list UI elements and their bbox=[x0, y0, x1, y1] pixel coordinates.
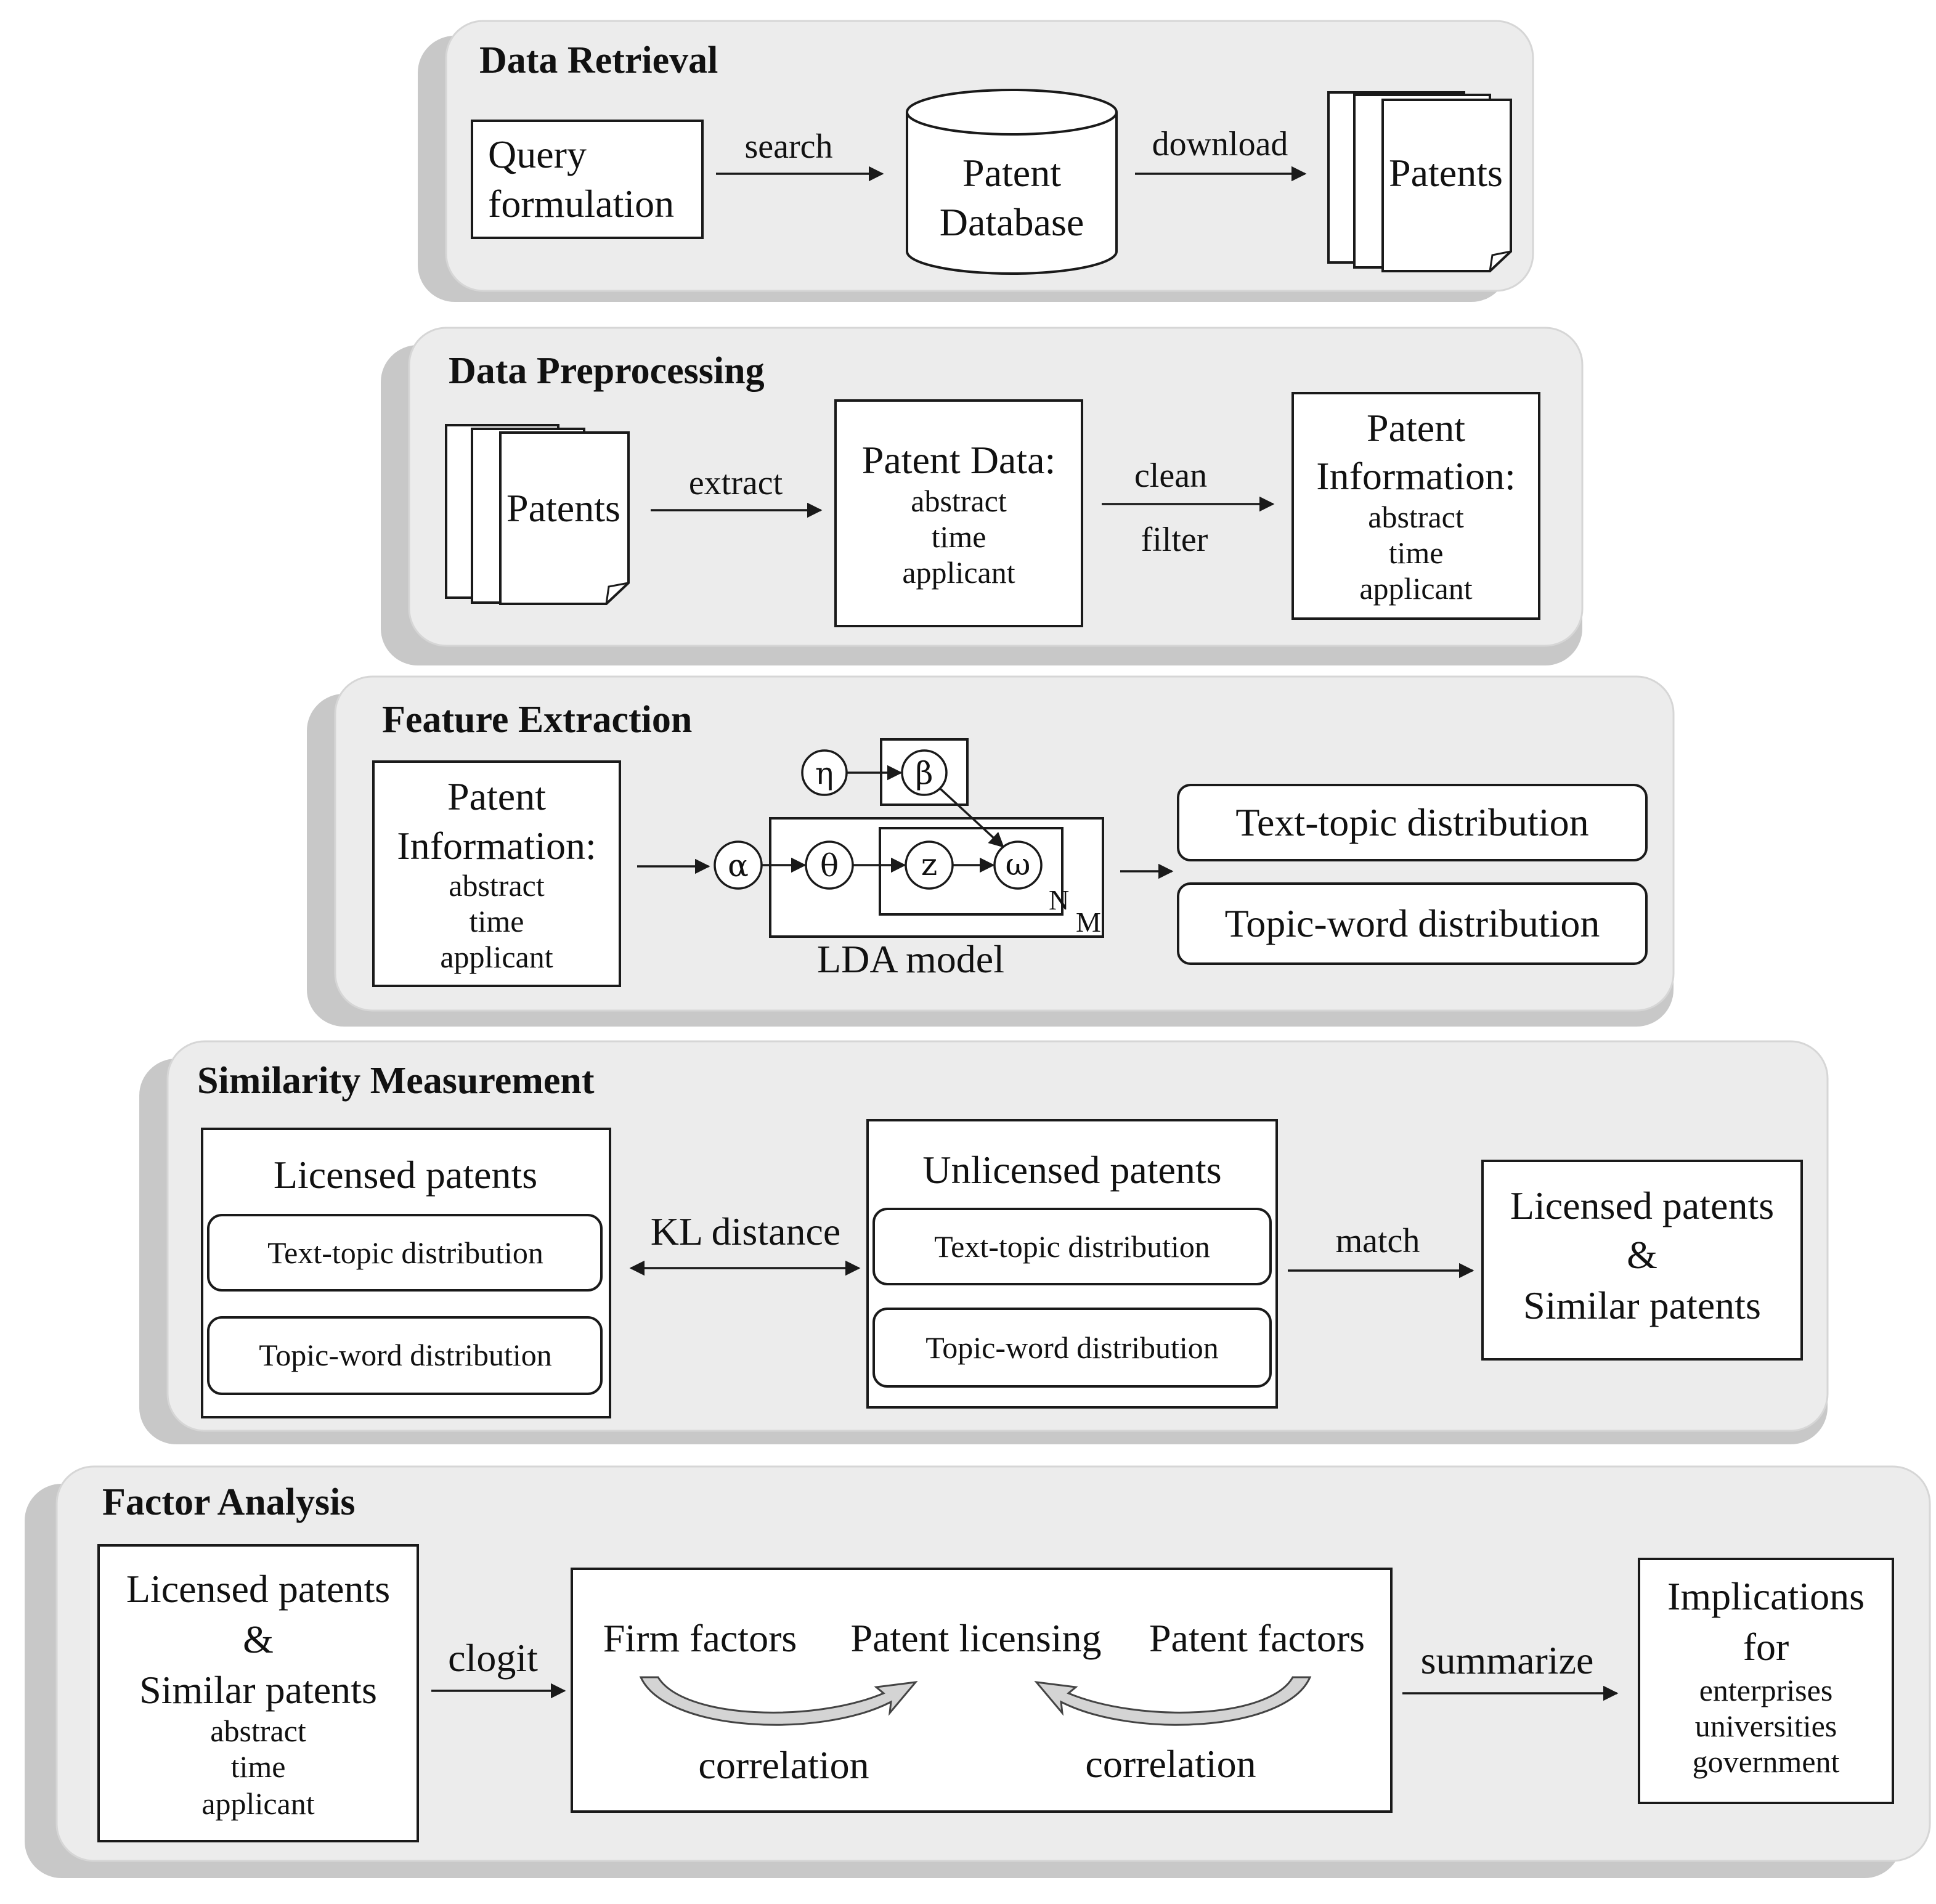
theta-symbol: θ bbox=[820, 848, 839, 884]
correlation-model-box: Firm factors Patent licensing Patent fac… bbox=[571, 1568, 1393, 1813]
database-line-2: Database bbox=[940, 200, 1084, 244]
stage-title: Similarity Measurement bbox=[197, 1060, 595, 1102]
patent-licensing-label: Patent licensing bbox=[850, 1616, 1101, 1660]
query-formulation-box: Query formulation bbox=[471, 120, 704, 239]
implications-line: Implications bbox=[1667, 1574, 1865, 1618]
stage-title: Feature Extraction bbox=[382, 699, 692, 741]
match-label: match bbox=[1336, 1222, 1420, 1260]
database-line-1: Patent bbox=[962, 151, 1061, 195]
matched-line-1: Licensed patents bbox=[1510, 1184, 1774, 1227]
stage-title: Data Preprocessing bbox=[449, 350, 765, 392]
licensed-topic-word: Topic-word distribution bbox=[259, 1338, 552, 1372]
stage-title: Data Retrieval bbox=[479, 39, 718, 81]
patent-information-box: Patent Information: abstract time applic… bbox=[372, 760, 621, 987]
unlicensed-topic-word: Topic-word distribution bbox=[925, 1330, 1219, 1365]
kl-distance-label: KL distance bbox=[651, 1210, 841, 1253]
beta-omega-edge bbox=[939, 787, 1004, 848]
patent-info-item: abstract bbox=[449, 868, 545, 903]
patent-info-item: time bbox=[470, 904, 524, 938]
text-topic-output: Text-topic distribution bbox=[1177, 784, 1648, 861]
factor-input-line: Licensed patents bbox=[126, 1567, 390, 1611]
factor-input-line: & bbox=[243, 1617, 274, 1661]
patent-data-item: applicant bbox=[902, 555, 1015, 590]
search-label: search bbox=[744, 128, 832, 166]
patent-data-item: abstract bbox=[911, 484, 1007, 518]
unlicensed-heading: Unlicensed patents bbox=[922, 1148, 1221, 1192]
patent-info-heading: Information: bbox=[1316, 454, 1515, 498]
patent-factors-label: Patent factors bbox=[1149, 1616, 1365, 1660]
stage-data-preprocessing: Data Preprocessing Patents extract Paten… bbox=[381, 327, 1584, 665]
patent-data-box: Patent Data: abstract time applicant bbox=[834, 399, 1083, 627]
patent-info-heading: Information: bbox=[397, 824, 596, 868]
download-label: download bbox=[1152, 125, 1288, 163]
extract-label: extract bbox=[689, 464, 783, 502]
lda-model-graph: η β α θ z ω N M LDA model bbox=[714, 738, 1104, 981]
patent-info-heading: Patent bbox=[447, 775, 546, 818]
implications-box: Implications for enterprises universitie… bbox=[1638, 1558, 1894, 1804]
clogit-label: clogit bbox=[448, 1636, 538, 1680]
factor-input-box: Licensed patents & Similar patents abstr… bbox=[97, 1544, 419, 1842]
patent-data-item: time bbox=[932, 519, 986, 554]
stage-feature-extraction: Feature Extraction Patent Information: a… bbox=[307, 675, 1675, 1027]
patent-database-cylinder: Patent Database bbox=[906, 89, 1118, 275]
licensed-patents-box: Licensed patents Text-topic distribution… bbox=[201, 1128, 611, 1418]
query-line-1: Query bbox=[488, 132, 587, 176]
left-correlation-arrow bbox=[639, 1676, 918, 1726]
beta-symbol: β bbox=[916, 755, 933, 791]
z-symbol: z bbox=[921, 847, 937, 882]
stage-data-retrieval: Data Retrieval Query formulation search … bbox=[418, 20, 1534, 302]
factor-input-item: applicant bbox=[201, 1786, 314, 1821]
patent-info-item: applicant bbox=[1359, 571, 1472, 606]
omega-symbol: ω bbox=[1006, 847, 1031, 882]
patent-information-box: Patent Information: abstract time applic… bbox=[1291, 392, 1540, 620]
matched-line-2: & bbox=[1627, 1233, 1657, 1277]
eta-symbol: η bbox=[815, 755, 834, 791]
licensed-heading: Licensed patents bbox=[274, 1153, 537, 1197]
topic-word-label: Topic-word distribution bbox=[1225, 901, 1600, 945]
query-line-2: formulation bbox=[488, 182, 674, 226]
summarize-label: summarize bbox=[1421, 1638, 1594, 1682]
patent-info-item: abstract bbox=[1368, 500, 1464, 534]
factor-input-line: Similar patents bbox=[139, 1668, 377, 1712]
right-correlation-arrow bbox=[1034, 1676, 1312, 1726]
patent-info-item: applicant bbox=[440, 940, 553, 974]
implications-item: government bbox=[1693, 1744, 1840, 1779]
clean-label: clean bbox=[1134, 457, 1207, 495]
implications-item: universities bbox=[1695, 1709, 1837, 1743]
patents-label: Patents bbox=[1389, 151, 1503, 195]
patents-document-stack: Patents bbox=[445, 424, 630, 605]
stage-title: Factor Analysis bbox=[102, 1481, 355, 1523]
firm-factors-label: Firm factors bbox=[603, 1616, 797, 1660]
matched-patents-box: Licensed patents & Similar patents bbox=[1481, 1160, 1803, 1361]
n-plate-label: N bbox=[1049, 884, 1069, 916]
licensed-text-topic: Text-topic distribution bbox=[267, 1235, 543, 1270]
patent-info-item: time bbox=[1389, 535, 1444, 570]
alpha-symbol: α bbox=[728, 848, 749, 884]
left-correlation-label: correlation bbox=[698, 1743, 869, 1787]
topic-word-output: Topic-word distribution bbox=[1177, 882, 1648, 965]
patents-document-stack: Patents bbox=[1327, 91, 1512, 272]
filter-label: filter bbox=[1141, 521, 1208, 559]
patents-label: Patents bbox=[506, 486, 620, 530]
patent-data-heading: Patent Data: bbox=[862, 438, 1056, 482]
stage-factor-analysis: Factor Analysis Licensed patents & Simil… bbox=[25, 1465, 1931, 1878]
lda-model-label: LDA model bbox=[817, 937, 1004, 981]
unlicensed-text-topic: Text-topic distribution bbox=[934, 1229, 1210, 1264]
implications-item: enterprises bbox=[1699, 1673, 1833, 1707]
patent-info-heading: Patent bbox=[1367, 406, 1465, 450]
matched-line-3: Similar patents bbox=[1523, 1284, 1761, 1327]
factor-input-item: time bbox=[231, 1749, 286, 1784]
m-plate-label: M bbox=[1076, 906, 1101, 938]
factor-input-item: abstract bbox=[210, 1714, 306, 1748]
implications-line: for bbox=[1743, 1625, 1789, 1669]
text-topic-label: Text-topic distribution bbox=[1235, 800, 1588, 844]
stage-similarity-measurement: Similarity Measurement Licensed patents … bbox=[139, 1040, 1829, 1444]
right-correlation-label: correlation bbox=[1085, 1742, 1256, 1786]
unlicensed-patents-box: Unlicensed patents Text-topic distributi… bbox=[866, 1119, 1278, 1409]
